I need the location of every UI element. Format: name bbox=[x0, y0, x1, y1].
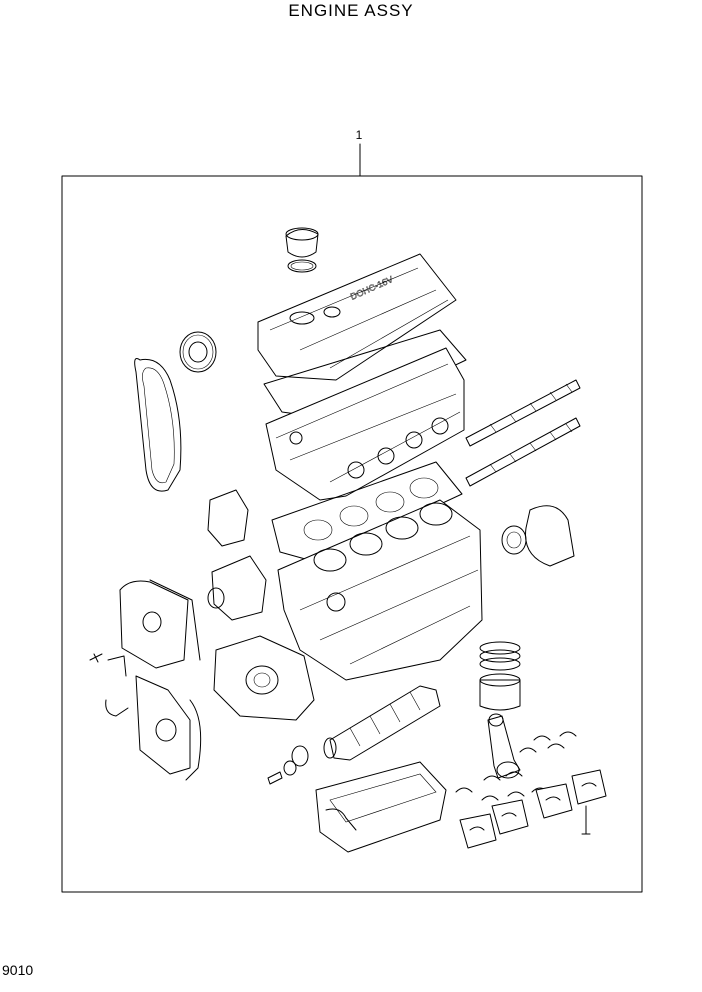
oil-filler-cap-icon bbox=[285, 227, 319, 273]
part-callout-number: 1 bbox=[355, 128, 363, 142]
cam-sprocket-icon bbox=[179, 331, 217, 373]
connecting-rod-icon bbox=[487, 713, 521, 779]
bolt-icon bbox=[89, 653, 103, 663]
timing-belt-icon bbox=[134, 358, 182, 492]
oil-pump-icon bbox=[213, 635, 315, 721]
timing-cover-upper-icon bbox=[119, 579, 201, 669]
crank-bolt-icon bbox=[267, 771, 283, 785]
cylinder-block-icon bbox=[277, 499, 483, 681]
cap-bolt-icon bbox=[581, 805, 591, 835]
crank-sprocket-icon bbox=[291, 745, 309, 767]
camshaft-icon bbox=[465, 379, 581, 487]
main-bearing-cap-icon bbox=[459, 769, 607, 849]
cylinder-head-icon bbox=[265, 347, 465, 501]
tensioner-bracket-icon bbox=[207, 489, 249, 547]
rear-oil-seal-icon bbox=[501, 505, 575, 567]
crankshaft-icon bbox=[323, 685, 441, 761]
page-title: ENGINE ASSY bbox=[288, 1, 414, 20]
kit-frame bbox=[61, 175, 643, 893]
clip-icon bbox=[105, 655, 129, 717]
oil-pan-icon bbox=[315, 761, 447, 853]
timing-cover-lower-icon bbox=[135, 675, 202, 781]
piston-rings-icon bbox=[479, 641, 521, 671]
page-code: 9010 bbox=[2, 962, 34, 978]
water-pump-icon bbox=[207, 555, 267, 621]
crank-pulley-icon bbox=[283, 760, 297, 776]
piston-icon bbox=[479, 673, 521, 711]
